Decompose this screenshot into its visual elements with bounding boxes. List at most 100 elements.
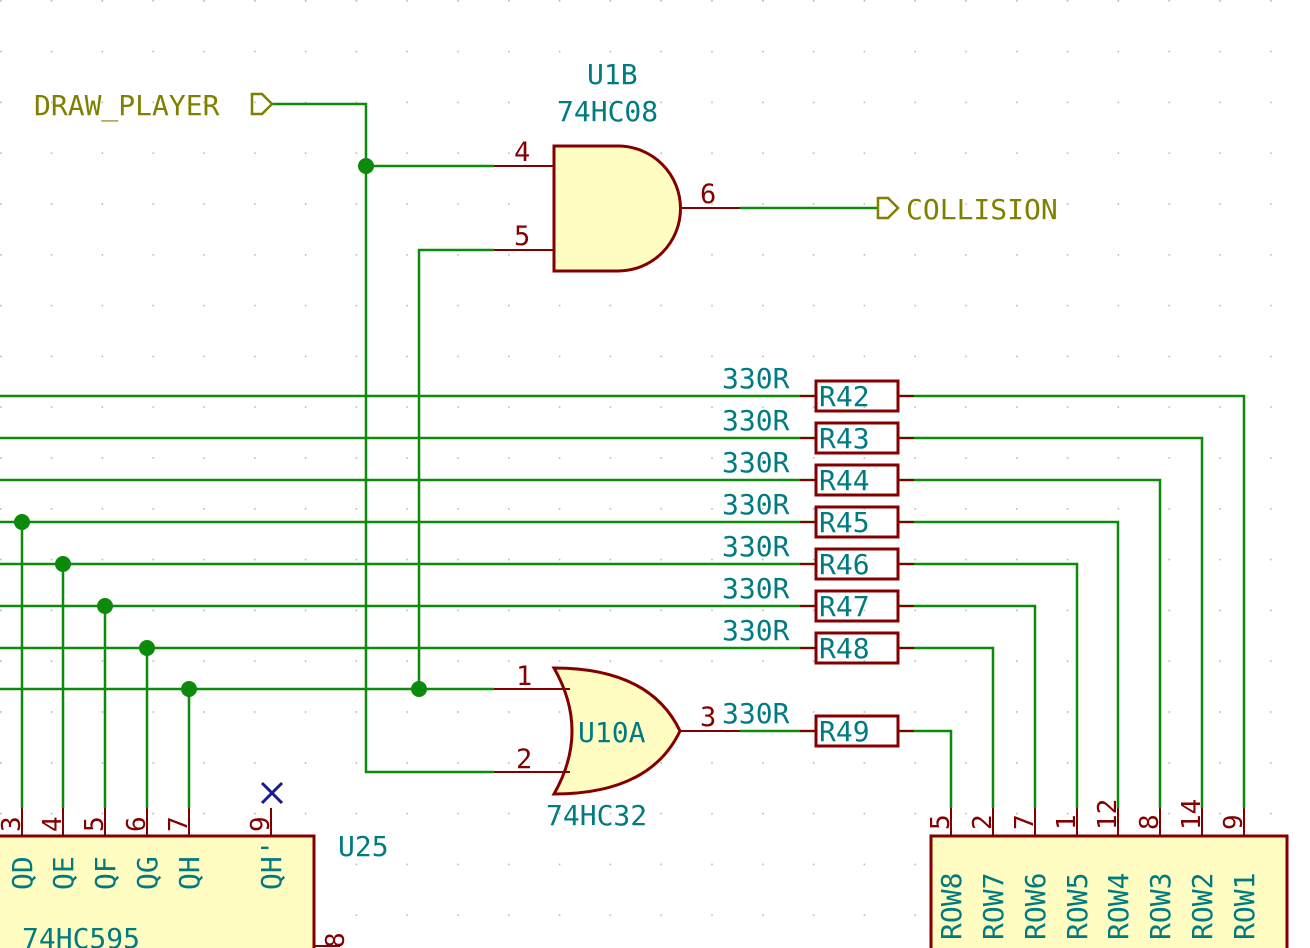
and-gate-body (552, 144, 682, 273)
row-connector-body (929, 834, 1289, 948)
resistor-body (814, 505, 900, 539)
net-label-collision[interactable]: COLLISION (876, 193, 1058, 226)
resistor-body (814, 714, 900, 748)
junction-dot (55, 556, 71, 572)
wire-segment (898, 646, 995, 808)
row-connector[interactable] (929, 834, 1289, 948)
u25-pin-qh: 7QH (164, 808, 206, 890)
u25-pin-number: 9 (246, 816, 276, 832)
input-port-icon (250, 92, 274, 116)
u25-pin-number: 6 (122, 816, 152, 832)
resistor-ref: R42 (819, 380, 870, 413)
row-pin-name: ROW3 (1144, 873, 1177, 940)
wire-segment (898, 562, 1079, 808)
and-pin-6-number: 6 (700, 179, 716, 210)
row-pin-name: ROW1 (1228, 873, 1261, 940)
junction-dot (181, 681, 197, 697)
row-pin-name: ROW2 (1186, 873, 1219, 940)
u25-pin-name: QD (6, 856, 39, 890)
resistor-ref: R47 (819, 590, 870, 623)
and-gate-u1b[interactable]: 4 5 6 U1B 74HC08 (494, 58, 740, 273)
resistor-r46[interactable]: R46 330R (722, 530, 914, 581)
or-gate-ref: U10A (578, 716, 646, 749)
wire-segment (417, 248, 494, 689)
u25-body (0, 834, 316, 948)
wire-segment (898, 729, 953, 808)
or-gate-value: 74HC32 (546, 799, 647, 832)
resistor-value: 330R (722, 572, 790, 605)
row-pin-name: ROW5 (1061, 873, 1094, 940)
and-gate-value: 74HC08 (557, 95, 658, 128)
row-pin-number: 14 (1177, 799, 1207, 830)
u25-pin-name: QG (131, 856, 164, 890)
or-gate-body (551, 666, 682, 796)
resistor-group: R42330RR43330RR44330RR45330RR46330RR4733… (722, 362, 914, 748)
wire-segment (898, 436, 1204, 808)
resistor-ref: R44 (819, 464, 870, 497)
shift-register-u25[interactable]: U25 74HC595 8 (0, 830, 389, 948)
u25-pin-number: 7 (164, 816, 194, 832)
wire-segment (898, 520, 1120, 808)
resistor-body (814, 589, 900, 623)
or-gate-u10a[interactable]: 1 2 3 U10A 74HC32 (494, 661, 740, 832)
resistor-body (814, 547, 900, 581)
junction-dot (97, 598, 113, 614)
junction-dot (139, 640, 155, 656)
resistor-ref: R43 (819, 422, 870, 455)
row-connector-pins: 5ROW82ROW77ROW61ROW512ROW48ROW314ROW29RO… (926, 799, 1261, 940)
resistor-value: 330R (722, 488, 790, 521)
net-label-draw-player[interactable]: DRAW_PLAYER (34, 89, 274, 123)
resistor-value: 330R (722, 697, 790, 730)
u25-pin-name: QE (47, 856, 80, 890)
row-pin-name: ROW8 (935, 873, 968, 940)
u25-pin-qd: 3QD (0, 808, 39, 890)
net-label-collision-text: COLLISION (906, 193, 1058, 226)
row-pin-number: 2 (968, 814, 998, 830)
row-pin-number: 5 (926, 814, 956, 830)
row-pin-number: 8 (1135, 814, 1165, 830)
u25-ref: U25 (338, 830, 389, 863)
resistor-value: 330R (722, 530, 790, 563)
junction-dot (14, 514, 30, 530)
resistor-body (814, 463, 900, 497)
wire-segment (898, 478, 1162, 808)
resistor-value: 330R (722, 404, 790, 437)
resistor-ref: R46 (819, 548, 870, 581)
resistor-body (814, 421, 900, 455)
u25-value: 74HC595 (22, 922, 140, 948)
no-connect-icon (260, 781, 284, 805)
wires (0, 102, 1246, 808)
or-pin-2-number: 2 (516, 744, 532, 775)
resistor-body (814, 379, 900, 413)
row-pin-name: ROW7 (977, 873, 1010, 940)
u25-pin-qf: 5QF (80, 808, 122, 890)
junctions (14, 158, 427, 697)
junction-dot (358, 158, 374, 174)
u25-pin-name: QH (173, 856, 206, 890)
wire-segment (898, 394, 1246, 808)
resistor-r49[interactable]: R49 330R (722, 697, 914, 748)
junction-dot (411, 681, 427, 697)
or-pin-3-number: 3 (700, 702, 716, 733)
and-gate-ref: U1B (587, 58, 638, 91)
or-pin-1-number: 1 (516, 661, 532, 692)
resistor-body (814, 631, 900, 665)
resistor-r43[interactable]: R43 330R (722, 404, 914, 455)
resistor-ref: R49 (819, 715, 870, 748)
resistor-r47[interactable]: R47 330R (722, 572, 914, 623)
resistor-ref: R48 (819, 632, 870, 665)
u25-pin-number: 3 (0, 816, 27, 832)
